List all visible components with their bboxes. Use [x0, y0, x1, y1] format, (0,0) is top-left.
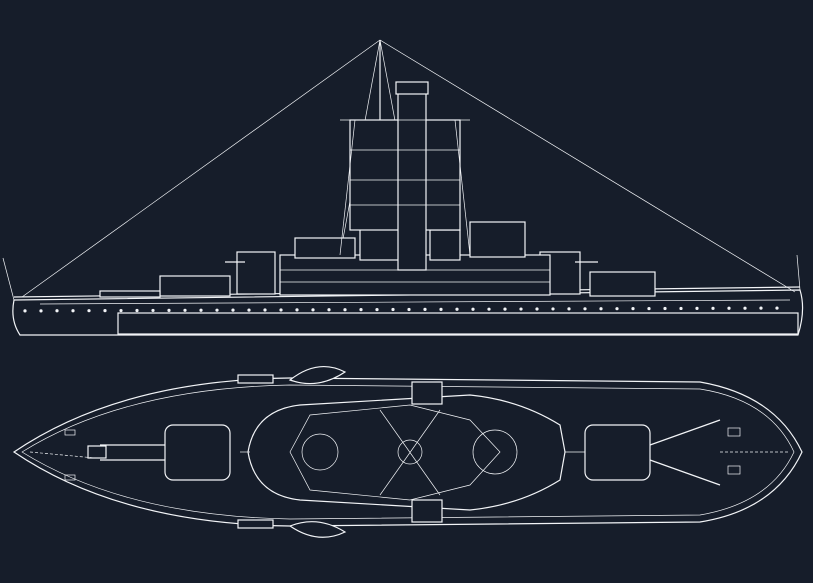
porthole	[455, 307, 459, 311]
porthole	[775, 306, 779, 310]
porthole	[551, 307, 555, 311]
porthole	[263, 308, 267, 312]
porthole	[391, 307, 395, 312]
superstructure-plan	[240, 381, 585, 523]
porthole	[519, 307, 523, 311]
porthole	[647, 306, 651, 311]
porthole	[343, 308, 347, 312]
bow-fittings	[29, 427, 790, 481]
porthole	[535, 307, 539, 311]
porthole	[727, 306, 731, 310]
porthole	[39, 309, 43, 313]
porthole	[199, 308, 203, 312]
porthole	[599, 307, 603, 311]
superstructure-side	[99, 209, 656, 298]
porthole	[231, 308, 235, 312]
porthole	[247, 308, 251, 312]
porthole	[487, 307, 491, 311]
porthole	[167, 308, 171, 312]
plan-view	[12, 365, 803, 538]
porthole	[279, 308, 283, 312]
porthole	[695, 306, 699, 310]
porthole	[743, 306, 747, 310]
porthole	[295, 308, 299, 312]
boats	[237, 365, 347, 538]
porthole	[407, 307, 411, 312]
porthole	[759, 306, 763, 310]
hull-plan	[12, 377, 803, 527]
porthole	[567, 307, 571, 311]
porthole	[151, 308, 155, 313]
porthole	[679, 306, 683, 311]
porthole	[631, 307, 635, 311]
portholes	[23, 306, 779, 313]
porthole	[375, 307, 379, 312]
porthole	[615, 307, 619, 311]
porthole	[471, 307, 475, 311]
porthole	[327, 308, 331, 312]
porthole	[215, 308, 219, 312]
porthole	[311, 308, 315, 312]
porthole	[71, 309, 75, 313]
porthole	[55, 309, 59, 313]
porthole	[503, 307, 507, 311]
porthole	[663, 306, 667, 311]
porthole	[103, 309, 107, 313]
porthole	[87, 309, 91, 313]
porthole	[135, 308, 139, 313]
porthole	[439, 307, 443, 311]
porthole	[583, 307, 587, 311]
porthole	[359, 308, 363, 312]
side-profile-view	[2, 39, 804, 336]
porthole	[23, 309, 27, 313]
porthole	[119, 308, 123, 313]
porthole	[423, 307, 427, 312]
porthole	[711, 306, 715, 310]
porthole	[183, 308, 187, 312]
turrets	[87, 419, 721, 486]
tower-mast	[339, 40, 471, 271]
